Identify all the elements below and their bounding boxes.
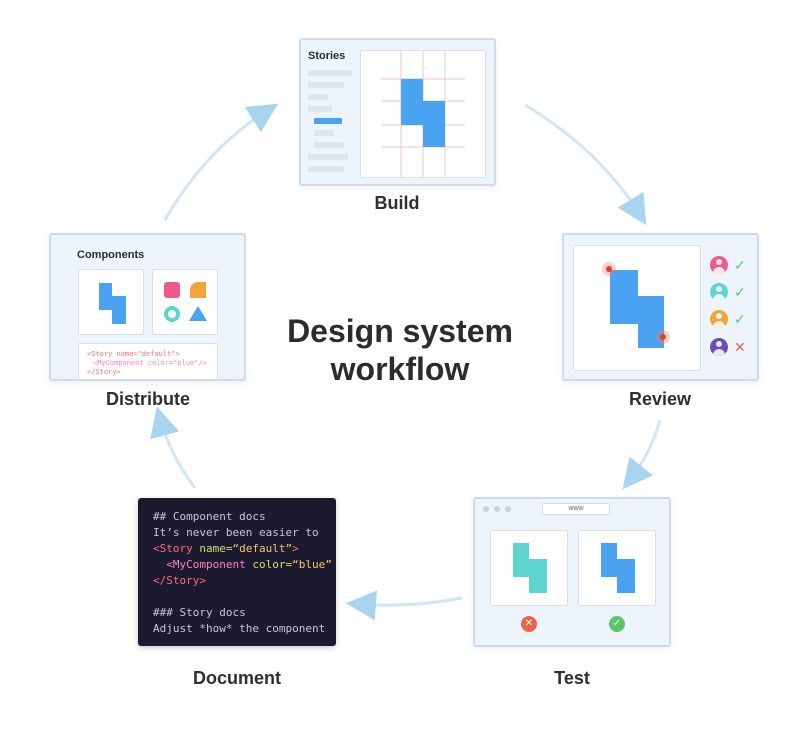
fail-x-icon: ✕ xyxy=(521,616,537,632)
check-icon: ✓ xyxy=(734,284,746,300)
stage-label-test: Test xyxy=(554,668,590,688)
stage-label-document: Document xyxy=(192,668,281,688)
component-shape xyxy=(601,543,635,593)
test-card: www ✕ ✓ xyxy=(473,497,671,647)
window-dot-icon xyxy=(483,506,489,512)
diagram-title: Design system workflow xyxy=(250,312,550,388)
code-line: <MyComponent color="blue"/> xyxy=(93,359,207,367)
stories-heading: Stories xyxy=(308,50,346,62)
code-line: It’s never been easier to xyxy=(153,526,319,539)
build-card: Stories xyxy=(299,38,496,186)
annotation-dot xyxy=(602,262,616,276)
canvas-panel xyxy=(360,50,486,178)
pink-square xyxy=(164,282,180,298)
code-line: </Story> xyxy=(153,574,206,587)
title-line-1: Design system xyxy=(287,313,513,349)
component-shape xyxy=(99,283,126,324)
code-string: “blue” xyxy=(292,558,332,571)
component-shape xyxy=(610,270,664,348)
code-line: <Story name=“default”> xyxy=(153,542,299,555)
component-tile xyxy=(152,269,218,335)
sidebar-bar xyxy=(308,106,332,112)
x-icon: ✕ xyxy=(734,339,746,355)
window-dot-icon xyxy=(494,506,500,512)
sidebar-bar xyxy=(308,154,348,160)
stage-label-build: Build xyxy=(374,193,420,213)
document-code-card: ## Component docs It’s never been easier… xyxy=(138,498,336,646)
sidebar-bar xyxy=(308,70,352,76)
title-line-2: workflow xyxy=(330,351,470,387)
teal-shape-canvas xyxy=(513,543,547,593)
sidebar-bar xyxy=(308,166,344,172)
sidebar-bar xyxy=(308,82,344,88)
test-variant-pass xyxy=(578,530,656,606)
url-bar: www xyxy=(542,503,610,515)
code-line: </Story> xyxy=(87,368,121,376)
code-tag: > xyxy=(292,542,299,555)
reviewer-avatar xyxy=(710,256,728,274)
code-string: “default” xyxy=(232,542,293,555)
distribute-card: Components <Story name="default"> <MyCom… xyxy=(49,233,246,381)
check-icon: ✓ xyxy=(734,257,746,273)
review-card: ✓ ✓ ✓ ✕ xyxy=(562,233,759,381)
code-attr: color= xyxy=(252,558,293,571)
arrow-review-to-test xyxy=(622,419,662,490)
code-tag: <MyComponent xyxy=(153,558,253,571)
code-line: <MyComponent color=“blue” xyxy=(153,558,332,571)
blue-shape-canvas xyxy=(601,543,635,593)
test-variant-fail xyxy=(490,530,568,606)
window-dot-icon xyxy=(505,506,511,512)
components-heading: Components xyxy=(77,249,145,261)
code-attr: name= xyxy=(199,542,233,555)
component-tile xyxy=(78,269,144,335)
review-canvas xyxy=(573,245,701,371)
code-tag: <Story xyxy=(153,542,200,555)
pass-check-icon: ✓ xyxy=(609,616,625,632)
orange-quarter-circle xyxy=(190,282,206,298)
code-line: ## Component docs xyxy=(153,510,266,523)
component-shape-canvas xyxy=(99,283,126,324)
sidebar-bar xyxy=(308,94,328,100)
code-line: ### Story docs xyxy=(153,606,246,619)
arrow-distribute-to-build xyxy=(163,103,279,221)
code-line: Adjust *how* the component xyxy=(153,622,326,635)
review-shape-canvas xyxy=(610,270,664,348)
component-shape xyxy=(513,543,547,593)
component-shape xyxy=(401,79,445,147)
reviewer-avatar xyxy=(710,310,728,328)
arrow-test-to-document xyxy=(346,590,463,621)
reviewer-avatar xyxy=(710,283,728,301)
reviewer-avatar xyxy=(710,338,728,356)
arrow-document-to-distribute xyxy=(150,406,197,489)
sidebar-bar xyxy=(314,130,334,136)
sidebar-bar xyxy=(314,142,344,148)
code-line: <Story name="default"> xyxy=(87,350,180,358)
usage-code-panel: <Story name="default"> <MyComponent colo… xyxy=(78,343,218,379)
check-icon: ✓ xyxy=(734,311,746,327)
blue-triangle xyxy=(189,306,207,321)
arrow-build-to-review xyxy=(524,103,647,226)
stage-label-review: Review xyxy=(628,389,692,409)
sidebar-bar-active xyxy=(314,118,342,124)
component-canvas xyxy=(381,51,465,177)
shapes-canvas xyxy=(164,282,207,322)
stage-label-distribute: Distribute xyxy=(105,389,190,409)
annotation-dot xyxy=(656,330,670,344)
teal-ring xyxy=(164,306,180,322)
